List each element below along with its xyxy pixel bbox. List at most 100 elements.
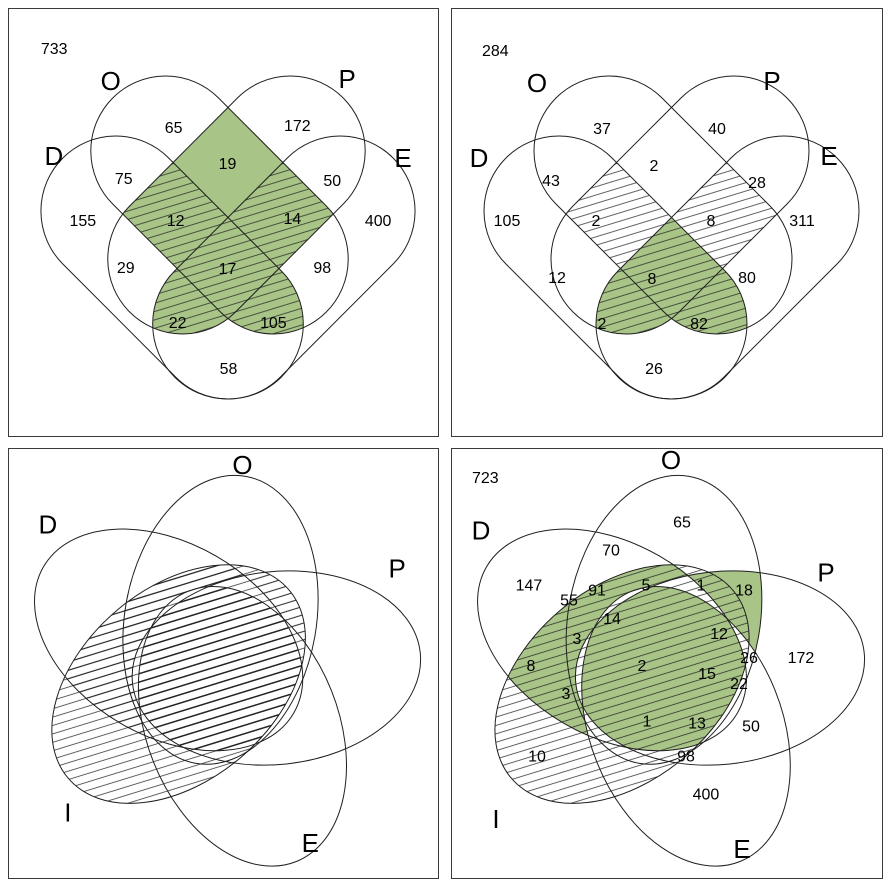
region-count: 172 xyxy=(788,649,815,667)
region-count: 2 xyxy=(650,158,659,175)
region-count: 22 xyxy=(730,675,748,693)
panel-total-label: 723 xyxy=(472,469,499,487)
region-count: 8 xyxy=(527,657,536,675)
region-count: 98 xyxy=(313,260,331,277)
region-count: 14 xyxy=(283,211,301,228)
region-count: 105 xyxy=(494,213,521,230)
venn-set-outline-D xyxy=(40,135,304,400)
venn-region-shade xyxy=(452,516,795,852)
venn-set-outline-O xyxy=(533,75,793,335)
region-count: 400 xyxy=(693,786,720,804)
set-label-I: I xyxy=(64,798,71,828)
region-count: 98 xyxy=(677,747,695,765)
venn-set-outline-P xyxy=(131,570,422,766)
region-count: 147 xyxy=(516,577,543,595)
set-label-O: O xyxy=(101,66,121,96)
set-label-E: E xyxy=(302,828,319,858)
venn-panel-bottom-left: D O P I E xyxy=(8,448,439,879)
set-label-P: P xyxy=(763,66,780,96)
region-count: 5 xyxy=(642,577,651,595)
region-count: 26 xyxy=(740,649,758,667)
set-label-I: I xyxy=(492,804,499,834)
panel-total-label: 733 xyxy=(41,41,68,58)
region-count: 172 xyxy=(284,118,311,135)
venn-svg-p4: 65 70 147 55 91 5 1 18 14 3 12 8 2 15 26 172 22 3 1 13 50 10 9… xyxy=(452,449,866,867)
region-count: 43 xyxy=(542,173,560,190)
region-count: 3 xyxy=(562,685,571,703)
set-label-P: P xyxy=(817,558,834,588)
region-count: 1 xyxy=(643,712,652,730)
region-count: 91 xyxy=(588,582,606,600)
venn-set-outline-E xyxy=(152,135,416,400)
set-label-D: D xyxy=(45,141,64,171)
region-count: 15 xyxy=(698,665,716,683)
region-count: 29 xyxy=(117,260,135,277)
set-label-P: P xyxy=(388,554,405,584)
set-label-D: D xyxy=(470,143,489,173)
venn-region-shade xyxy=(9,516,351,852)
venn-set-outline-D xyxy=(483,135,748,400)
region-count: 10 xyxy=(528,747,546,765)
region-count: 105 xyxy=(260,315,287,332)
set-label-D: D xyxy=(39,509,58,539)
panel-total-label: 284 xyxy=(482,43,509,60)
venn-set-outline-P xyxy=(107,75,366,335)
venn-svg-p3: D O P I E xyxy=(9,450,422,867)
region-count: 26 xyxy=(645,361,663,378)
set-label-E: E xyxy=(820,141,837,171)
region-count: 400 xyxy=(365,213,392,230)
region-count: 18 xyxy=(735,582,753,600)
region-count: 1 xyxy=(697,577,706,595)
venn-set-outline-P xyxy=(550,75,810,335)
region-count: 22 xyxy=(169,315,187,332)
region-count: 70 xyxy=(602,541,620,559)
venn-set-outline-E xyxy=(137,585,347,867)
set-label-O: O xyxy=(232,450,252,480)
region-count: 19 xyxy=(219,156,237,173)
region-count: 311 xyxy=(789,213,815,230)
region-count: 8 xyxy=(648,271,657,288)
venn-set-outline-P xyxy=(574,570,866,766)
region-count: 12 xyxy=(710,625,728,643)
set-label-P: P xyxy=(339,64,356,94)
set-label-O: O xyxy=(661,449,681,475)
venn-set-outline-O xyxy=(90,75,349,335)
region-count: 155 xyxy=(70,213,97,230)
region-count: 75 xyxy=(115,171,133,188)
venn-set-outline-D xyxy=(34,528,304,752)
venn-set-outline-I xyxy=(494,564,750,804)
region-count: 65 xyxy=(673,513,691,531)
region-count: 12 xyxy=(548,270,566,287)
region-count: 2 xyxy=(638,657,647,675)
region-count: 37 xyxy=(593,121,611,138)
region-count: 82 xyxy=(690,316,708,333)
venn-set-outline-I xyxy=(51,564,306,804)
region-count: 12 xyxy=(167,213,185,230)
venn-set-outline-E xyxy=(581,585,791,867)
region-count: 8 xyxy=(707,213,716,230)
region-count: 14 xyxy=(603,610,621,628)
set-label-E: E xyxy=(733,834,750,864)
region-count: 2 xyxy=(598,316,607,333)
region-count: 50 xyxy=(742,717,760,735)
region-count: 80 xyxy=(738,270,756,287)
region-count: 3 xyxy=(573,630,582,648)
region-count: 2 xyxy=(592,213,601,230)
region-count: 28 xyxy=(748,175,766,192)
region-count: 50 xyxy=(323,173,341,190)
region-count: 65 xyxy=(165,120,183,137)
set-label-D: D xyxy=(472,515,491,545)
set-label-O: O xyxy=(527,68,547,98)
venn-set-outline-E xyxy=(595,135,860,400)
region-count: 13 xyxy=(688,714,706,732)
region-count: 58 xyxy=(220,361,238,378)
region-count: 40 xyxy=(708,121,726,138)
region-count: 55 xyxy=(560,592,578,610)
venn-panel-bottom-right: 65 70 147 55 91 5 1 18 14 3 12 8 2 15 26 172 22 3 1 13 50 10 9… xyxy=(451,448,883,879)
region-count: 17 xyxy=(219,261,237,278)
